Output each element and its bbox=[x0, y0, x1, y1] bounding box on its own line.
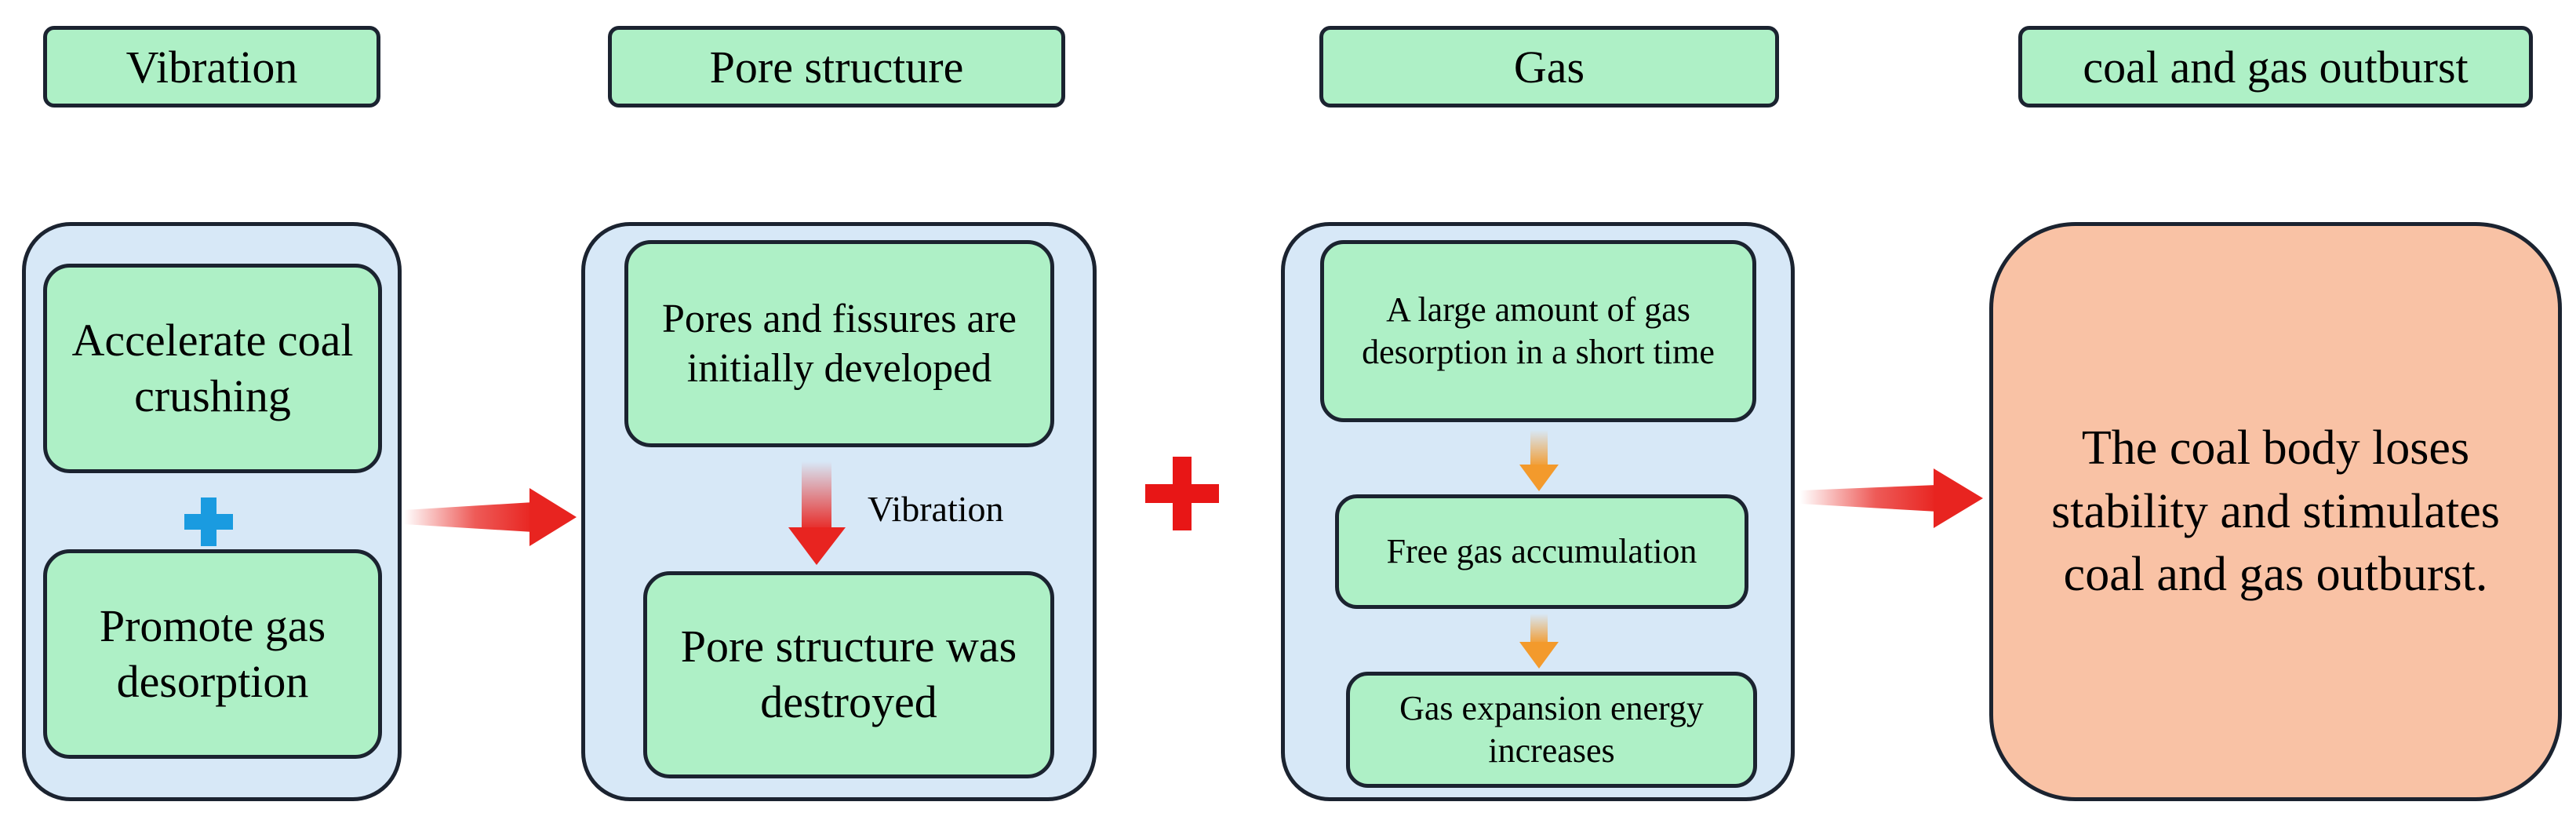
header-vibration: Vibration bbox=[43, 26, 380, 108]
blue-plus-icon bbox=[184, 497, 233, 546]
gas-expansion-energy-box: Gas expansion energy increases bbox=[1346, 672, 1757, 788]
outburst-outcome-box: The coal body loses stability and stimul… bbox=[1989, 222, 2562, 801]
arrow-right-icon bbox=[1800, 468, 1983, 528]
vibration-arrow-label: Vibration bbox=[868, 489, 1004, 529]
header-gas: Gas bbox=[1319, 26, 1779, 108]
header-pore-structure: Pore structure bbox=[608, 26, 1065, 108]
header-outburst: coal and gas outburst bbox=[2018, 26, 2533, 108]
arrow-down-icon bbox=[1519, 614, 1559, 669]
pores-fissures-developed-box: Pores and fissures are initially develop… bbox=[624, 240, 1054, 447]
red-plus-icon bbox=[1145, 457, 1219, 530]
accelerate-coal-crushing-box: Accelerate coal crushing bbox=[43, 264, 382, 473]
arrow-right-icon bbox=[404, 488, 577, 546]
promote-gas-desorption-box: Promote gas desorption bbox=[43, 549, 382, 759]
arrow-down-icon bbox=[1519, 430, 1559, 491]
gas-desorption-box: A large amount of gas desorption in a sh… bbox=[1320, 240, 1756, 422]
pore-structure-destroyed-box: Pore structure was destroyed bbox=[643, 571, 1054, 778]
arrow-down-icon bbox=[788, 461, 846, 565]
free-gas-accumulation-box: Free gas accumulation bbox=[1335, 494, 1748, 609]
